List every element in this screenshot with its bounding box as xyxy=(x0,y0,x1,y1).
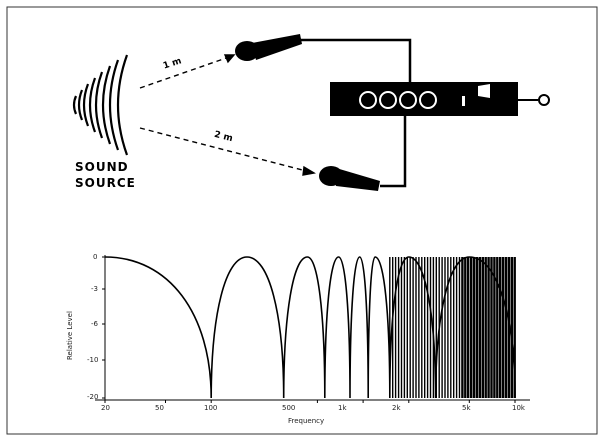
y-axis-title: Relative Level xyxy=(66,311,74,360)
outer-frame xyxy=(6,6,598,435)
y-tick-label: -6 xyxy=(91,320,98,328)
sound-source-label-line2: SOURCE xyxy=(75,176,136,190)
x-tick-label: 5k xyxy=(462,404,471,412)
mic-cables xyxy=(300,38,412,188)
mixer-icon xyxy=(330,82,550,116)
path-arrows xyxy=(139,54,316,176)
x-axis-title: Frequency xyxy=(288,417,325,425)
y-tick-label: -10 xyxy=(87,356,99,364)
microphone-bottom-icon xyxy=(319,166,380,191)
x-tick-label: 10k xyxy=(512,404,525,412)
chart-plot-area xyxy=(104,256,516,403)
x-tick-label: 50 xyxy=(155,404,164,412)
y-tick-label: -3 xyxy=(91,285,98,293)
y-tick-label: 0 xyxy=(93,253,98,261)
x-tick-label: 500 xyxy=(282,404,296,412)
y-axis-ticks xyxy=(102,256,105,399)
arrowhead-top xyxy=(223,54,236,64)
dense-nulls-region xyxy=(389,257,516,398)
sound-source-label-line1: SOUND xyxy=(75,160,129,174)
x-tick-label: 20 xyxy=(101,404,110,412)
arrowhead-bottom xyxy=(302,165,316,176)
y-tick-label: -20 xyxy=(87,393,99,401)
x-tick-label: 100 xyxy=(204,404,218,412)
arrow-to-mic-top xyxy=(139,55,233,89)
x-tick-label: 2k xyxy=(392,404,401,412)
x-tick-label: 1k xyxy=(338,404,347,412)
microphone-top-icon xyxy=(235,34,302,61)
chart-axes xyxy=(95,255,530,401)
sound-waves-icon xyxy=(72,54,129,156)
comb-filter-series-line xyxy=(104,256,516,399)
arrow-to-mic-bottom xyxy=(139,127,311,173)
